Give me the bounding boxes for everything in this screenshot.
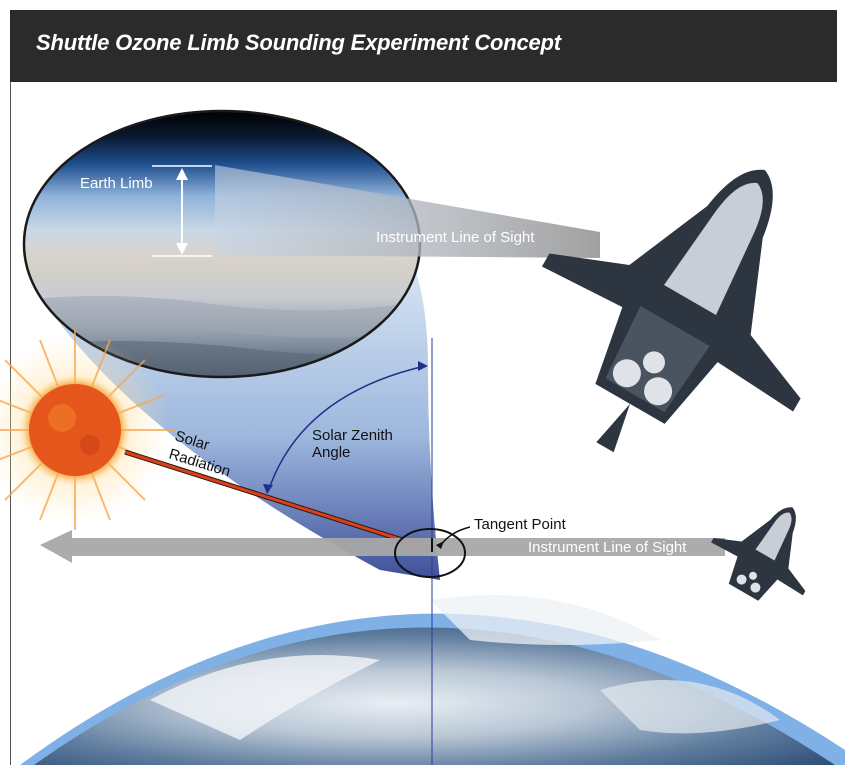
- tangent-point-label: Tangent Point: [474, 516, 567, 533]
- page-title: Shuttle Ozone Limb Sounding Experiment C…: [36, 30, 561, 55]
- lower-los-arrow: [40, 530, 725, 563]
- tangent-point-marker: [394, 526, 471, 578]
- earth-limb-label: Earth Limb: [80, 175, 153, 192]
- solar-zenith-arc: [263, 361, 428, 494]
- space-shuttle-small: [711, 507, 806, 601]
- space-shuttle-large: [541, 169, 801, 453]
- header-bar: Shuttle Ozone Limb Sounding Experiment C…: [10, 10, 837, 82]
- los-upper-label: Instrument Line of Sight: [376, 229, 535, 246]
- earth-limb-marker: [152, 165, 212, 257]
- solar-zenith-label-2: Angle: [312, 444, 350, 461]
- los-lower-label: Instrument Line of Sight: [528, 539, 687, 556]
- sun: [0, 330, 175, 530]
- upper-los-beam: [215, 165, 600, 258]
- solar-zenith-label-1: Solar Zenith: [312, 427, 393, 444]
